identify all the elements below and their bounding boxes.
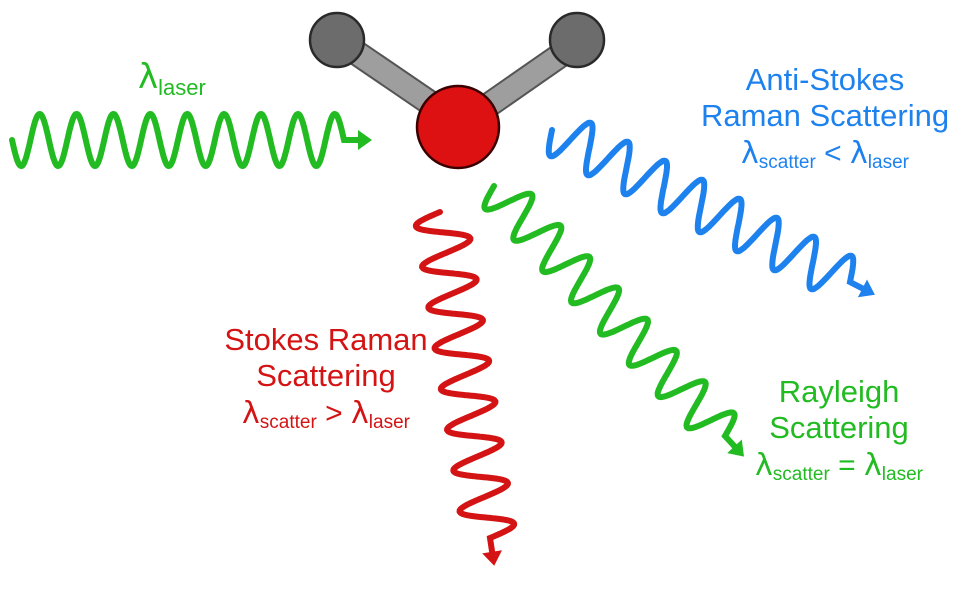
oxygen-atom bbox=[415, 84, 501, 170]
stokes-relation: λscatter > λlaser bbox=[206, 397, 446, 434]
anti-stokes-operator: < bbox=[815, 137, 851, 171]
laser-subscript: laser bbox=[158, 75, 206, 100]
stokes-lhs-lambda: λ bbox=[242, 396, 260, 432]
stokes-operator: > bbox=[316, 397, 352, 431]
laser-wave bbox=[9, 110, 372, 170]
anti-stokes-label: Anti-Stokes Raman Scattering λscatter < … bbox=[685, 62, 965, 174]
rayleigh-rhs-sub: laser bbox=[881, 464, 923, 486]
anti-stokes-title-line1: Anti-Stokes bbox=[745, 62, 905, 97]
anti-stokes-rhs-lambda: λ bbox=[850, 136, 868, 172]
rayleigh-arrowhead-icon bbox=[727, 439, 744, 457]
anti-stokes-arrowhead-icon bbox=[857, 279, 875, 298]
stokes-title-line1: Stokes Raman bbox=[224, 322, 428, 357]
anti-stokes-title-line2: Raman Scattering bbox=[700, 97, 950, 133]
laser-lambda: λ bbox=[138, 57, 159, 97]
stokes-title-line2: Scattering bbox=[256, 357, 396, 393]
laser-arrowhead-icon bbox=[358, 130, 372, 150]
rayleigh-operator: = bbox=[829, 449, 865, 483]
anti-stokes-wave-line bbox=[545, 119, 866, 293]
stokes-label: Stokes Raman Scattering λscatter > λlase… bbox=[206, 322, 446, 434]
stokes-wave bbox=[412, 209, 518, 566]
laser-wavelength-label: λlaser bbox=[138, 57, 206, 100]
anti-stokes-lhs-sub: scatter bbox=[758, 152, 816, 174]
rayleigh-relation: λscatter = λlaser bbox=[728, 449, 950, 486]
rayleigh-wave bbox=[481, 183, 744, 457]
rayleigh-title-line2: Scattering bbox=[769, 409, 909, 445]
rayleigh-title-line1: Rayleigh bbox=[778, 374, 900, 409]
anti-stokes-lhs-lambda: λ bbox=[741, 136, 759, 172]
laser-wave-line bbox=[9, 110, 361, 170]
rayleigh-lhs-lambda: λ bbox=[755, 448, 773, 484]
anti-stokes-wave bbox=[545, 119, 875, 298]
rayleigh-rhs-lambda: λ bbox=[864, 448, 882, 484]
rayleigh-lhs-sub: scatter bbox=[772, 464, 830, 486]
rayleigh-label: Rayleigh Scattering λscatter = λlaser bbox=[728, 374, 950, 486]
hydrogen-atom-left bbox=[308, 11, 366, 69]
stokes-rhs-sub: laser bbox=[368, 412, 410, 434]
stokes-wave-line bbox=[412, 209, 518, 555]
rayleigh-wave-line bbox=[481, 183, 738, 450]
stokes-lhs-sub: scatter bbox=[259, 412, 317, 434]
water-molecule-icon bbox=[308, 11, 606, 170]
hydrogen-atom-right bbox=[548, 11, 606, 69]
anti-stokes-rhs-sub: laser bbox=[867, 152, 909, 174]
anti-stokes-relation: λscatter < λlaser bbox=[685, 137, 965, 174]
stokes-rhs-lambda: λ bbox=[351, 396, 369, 432]
stokes-arrowhead-icon bbox=[482, 550, 502, 566]
